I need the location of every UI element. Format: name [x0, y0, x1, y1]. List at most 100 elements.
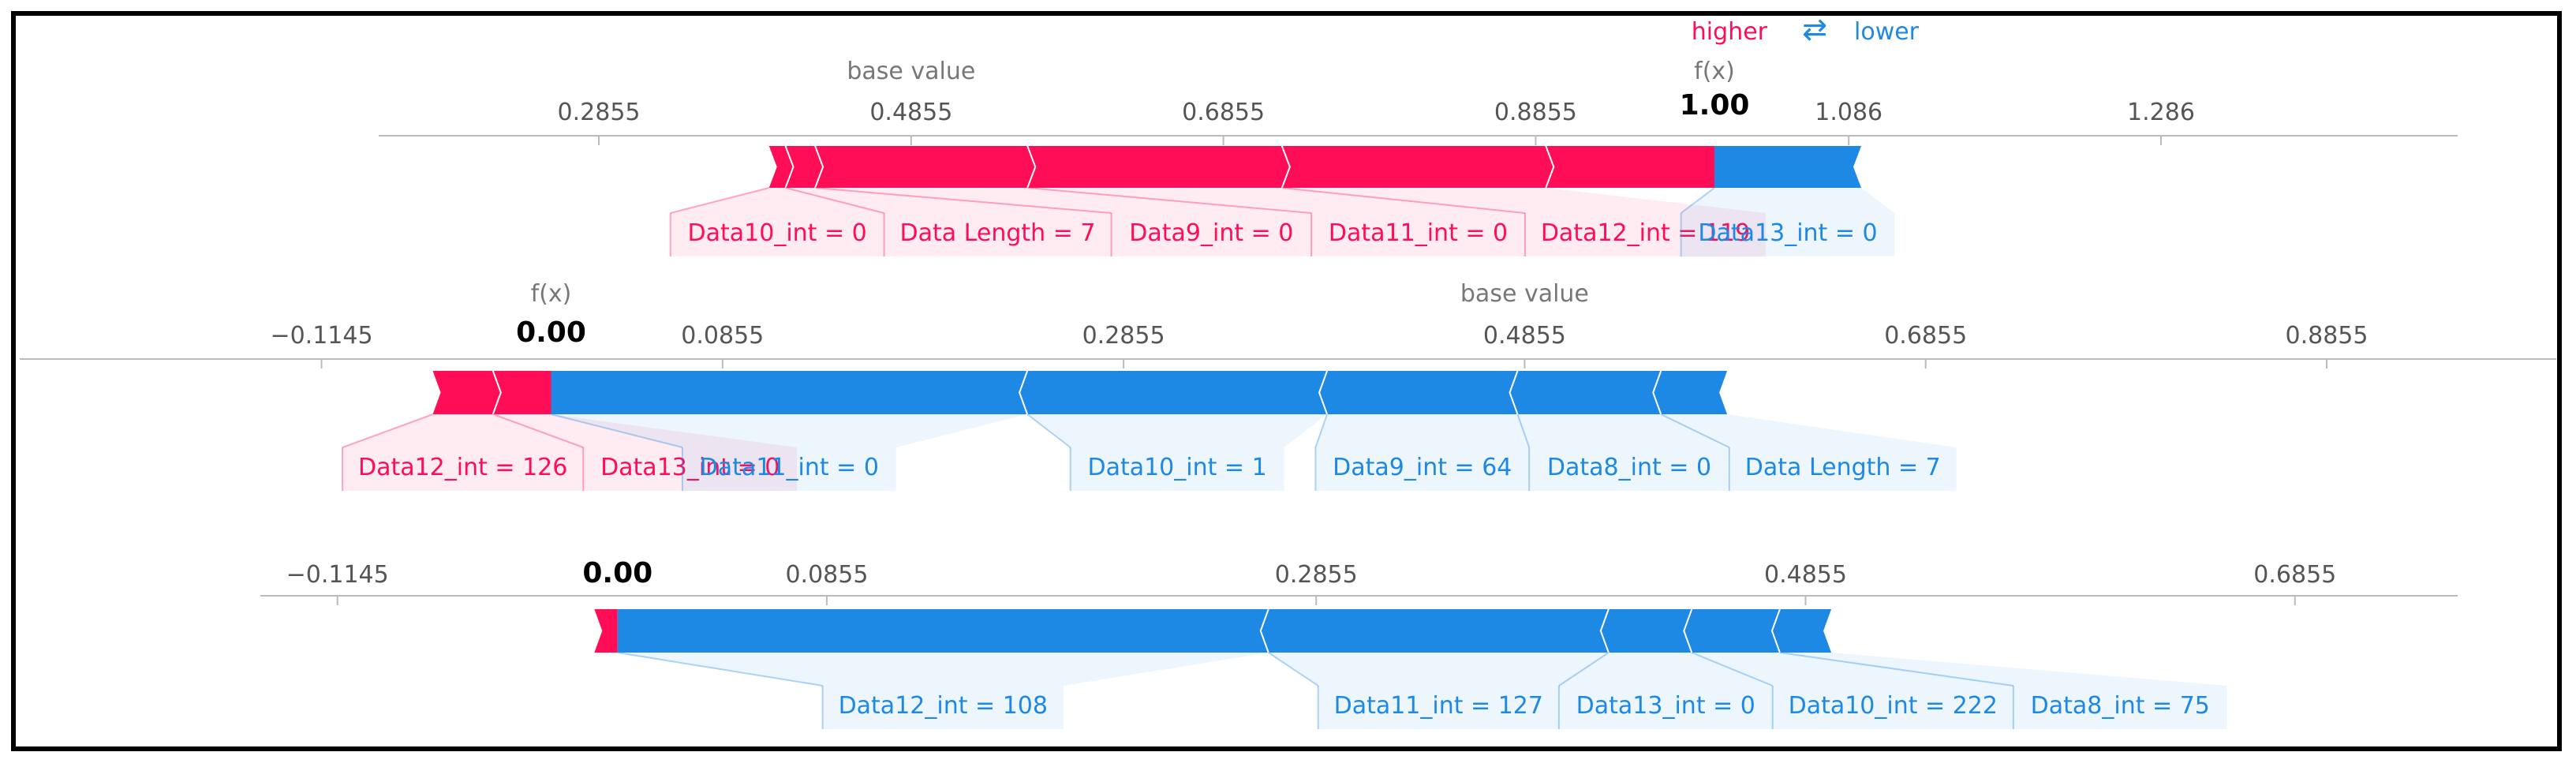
plot1-feature-label: Data12_int = 119: [1541, 219, 1750, 247]
plot1-label-leader: [1027, 187, 1312, 214]
plot2-bar-separator: [1019, 370, 1029, 415]
plot1-label-leader: [670, 187, 769, 214]
plot2-tick-label: 0.4855: [1483, 322, 1566, 350]
plot3-feature-label: Data10_int = 222: [1789, 692, 1998, 720]
plot2-bar-separator: [1652, 370, 1662, 415]
plot3-tick-label: −0.1145: [286, 561, 389, 589]
plot1-label-leader: [1281, 187, 1526, 214]
plot3-bar-positive: [594, 609, 618, 653]
plot1-tick-label: 1.286: [2127, 99, 2195, 126]
plot1-bar-separator: [1281, 145, 1291, 189]
plot1-tick-label: 1.086: [1815, 99, 1882, 126]
plot2-tick-label: −0.1145: [270, 322, 372, 350]
plot3-bar-negative: [1600, 609, 1692, 653]
plot3-label-connector: [617, 653, 1269, 729]
plot3-label-leader: [617, 652, 823, 687]
plot1-feature-label: Data Length = 7: [900, 219, 1096, 247]
plot2-bar-negative: [1509, 371, 1662, 414]
plot1-feature-label: Data13_int = 0: [1698, 219, 1877, 247]
plot2-label-leader: [492, 413, 584, 448]
plot1-tick-label: 0.2855: [558, 99, 641, 126]
plot1-base-value-label: base value: [847, 58, 975, 85]
plot2-feature-label: Data9_int = 64: [1333, 454, 1512, 481]
plot1-bar-separator: [1026, 145, 1037, 189]
plot1-bar-positive: [1027, 146, 1290, 188]
plot3-tick-label: 0.0855: [785, 561, 868, 589]
plot1-tick-label: 0.6855: [1182, 99, 1265, 126]
plot2-feature-label: Data11_int = 0: [700, 454, 879, 481]
legend-higher: higher: [1692, 18, 1768, 46]
plot3-label-leader: [1779, 652, 2014, 687]
plot3-tick-label: 0.4855: [1764, 561, 1847, 589]
plot2-label-leader: [342, 413, 433, 448]
plot3-label-leader: [1268, 652, 1319, 687]
plot3-bar-negative: [1684, 609, 1780, 653]
plot1-label-connector: [1027, 188, 1525, 256]
plot3-label-connector: [1558, 653, 1773, 729]
plot3-bar-negative: [617, 609, 1269, 653]
plot3-tick-label: 0.2855: [1275, 561, 1358, 589]
plot2-feature-label: Data8_int = 0: [1547, 454, 1711, 481]
plot2-label-connector: [1661, 414, 1957, 491]
plot2-label-leader: [551, 413, 683, 448]
plot2-label-leader: [1660, 413, 1730, 448]
plot1-bar-separator: [1545, 145, 1555, 189]
plot1-bar-positive: [815, 146, 1036, 188]
plot2-label-connector: [551, 414, 1028, 491]
plot2-output-value: 0.00: [516, 316, 586, 349]
plot2-bar-separator: [492, 370, 502, 415]
plot3-label-leader: [1691, 652, 1774, 687]
plot2-feature-label: Data12_int = 126: [358, 454, 567, 481]
plot3-bar-negative: [1771, 609, 1832, 653]
plot1-feature-label: Data10_int = 0: [688, 219, 867, 247]
plot2-bar-negative: [551, 371, 1028, 414]
plot2-feature-label: Data Length = 7: [1745, 454, 1941, 481]
plot1-bar-positive: [785, 146, 824, 188]
plot3-label-leader: [1558, 652, 1610, 687]
plot1-feature-label: Data11_int = 0: [1329, 219, 1508, 247]
plot1-label-connector: [1281, 188, 1767, 256]
plot1-label-leader: [1681, 187, 1715, 214]
plot2-tick-label: 0.6855: [1884, 322, 1967, 350]
plot3-bar-separator: [1599, 608, 1610, 653]
plot2-bar-separator: [1318, 370, 1328, 415]
plot2-bar-positive: [432, 371, 501, 414]
plot2-label-leader: [1314, 413, 1329, 448]
plot1-bar-separator: [784, 145, 794, 189]
plot3-output-value: 0.00: [582, 557, 652, 589]
plot3-feature-label: Data8_int = 75: [2031, 692, 2210, 720]
plot3-feature-label: Data12_int = 108: [839, 692, 1048, 720]
plot2-bar-negative: [1319, 371, 1518, 414]
plot2-label-connector: [1315, 414, 1530, 491]
plot3-tick-label: 0.6855: [2253, 561, 2336, 589]
plot1-bar-positive: [768, 146, 794, 188]
plot1-label-connector: [815, 188, 1312, 256]
plot3-feature-label: Data13_int = 0: [1576, 692, 1755, 720]
plot2-label-connector: [1517, 414, 1729, 491]
plot2-tick-label: 0.0855: [681, 322, 764, 350]
plot1-label-connector: [785, 188, 1112, 256]
plot2-bar-separator: [1509, 370, 1519, 415]
plot1-fx-label: f(x): [1694, 58, 1735, 85]
plot1-bar-negative: [1714, 146, 1862, 188]
plot2-label-leader: [1026, 413, 1071, 448]
plot2-fx-label: f(x): [531, 280, 572, 308]
plot2-bar-positive: [492, 371, 551, 414]
plot3-bar-separator: [1770, 608, 1781, 653]
plot3-label-connector: [1268, 653, 1609, 729]
plot3-bar-negative: [1260, 609, 1609, 653]
plot2-tick-label: 0.2855: [1082, 322, 1165, 350]
plot1-bar-positive: [1281, 146, 1554, 188]
plot3-label-connector: [1779, 653, 2227, 729]
plot1-bar-positive: [1546, 146, 1715, 188]
plot2-feature-label: Data10_int = 1: [1087, 454, 1266, 481]
plot2-bar-negative: [1019, 371, 1328, 414]
plot2-label-connector: [342, 414, 584, 491]
plot1-label-leader: [815, 187, 1112, 214]
plot1-output-value: 1.00: [1680, 89, 1750, 122]
plot2-base-value-label: base value: [1460, 280, 1589, 308]
plot2-bar-negative: [1653, 371, 1728, 414]
plot1-label-leader: [785, 187, 884, 214]
